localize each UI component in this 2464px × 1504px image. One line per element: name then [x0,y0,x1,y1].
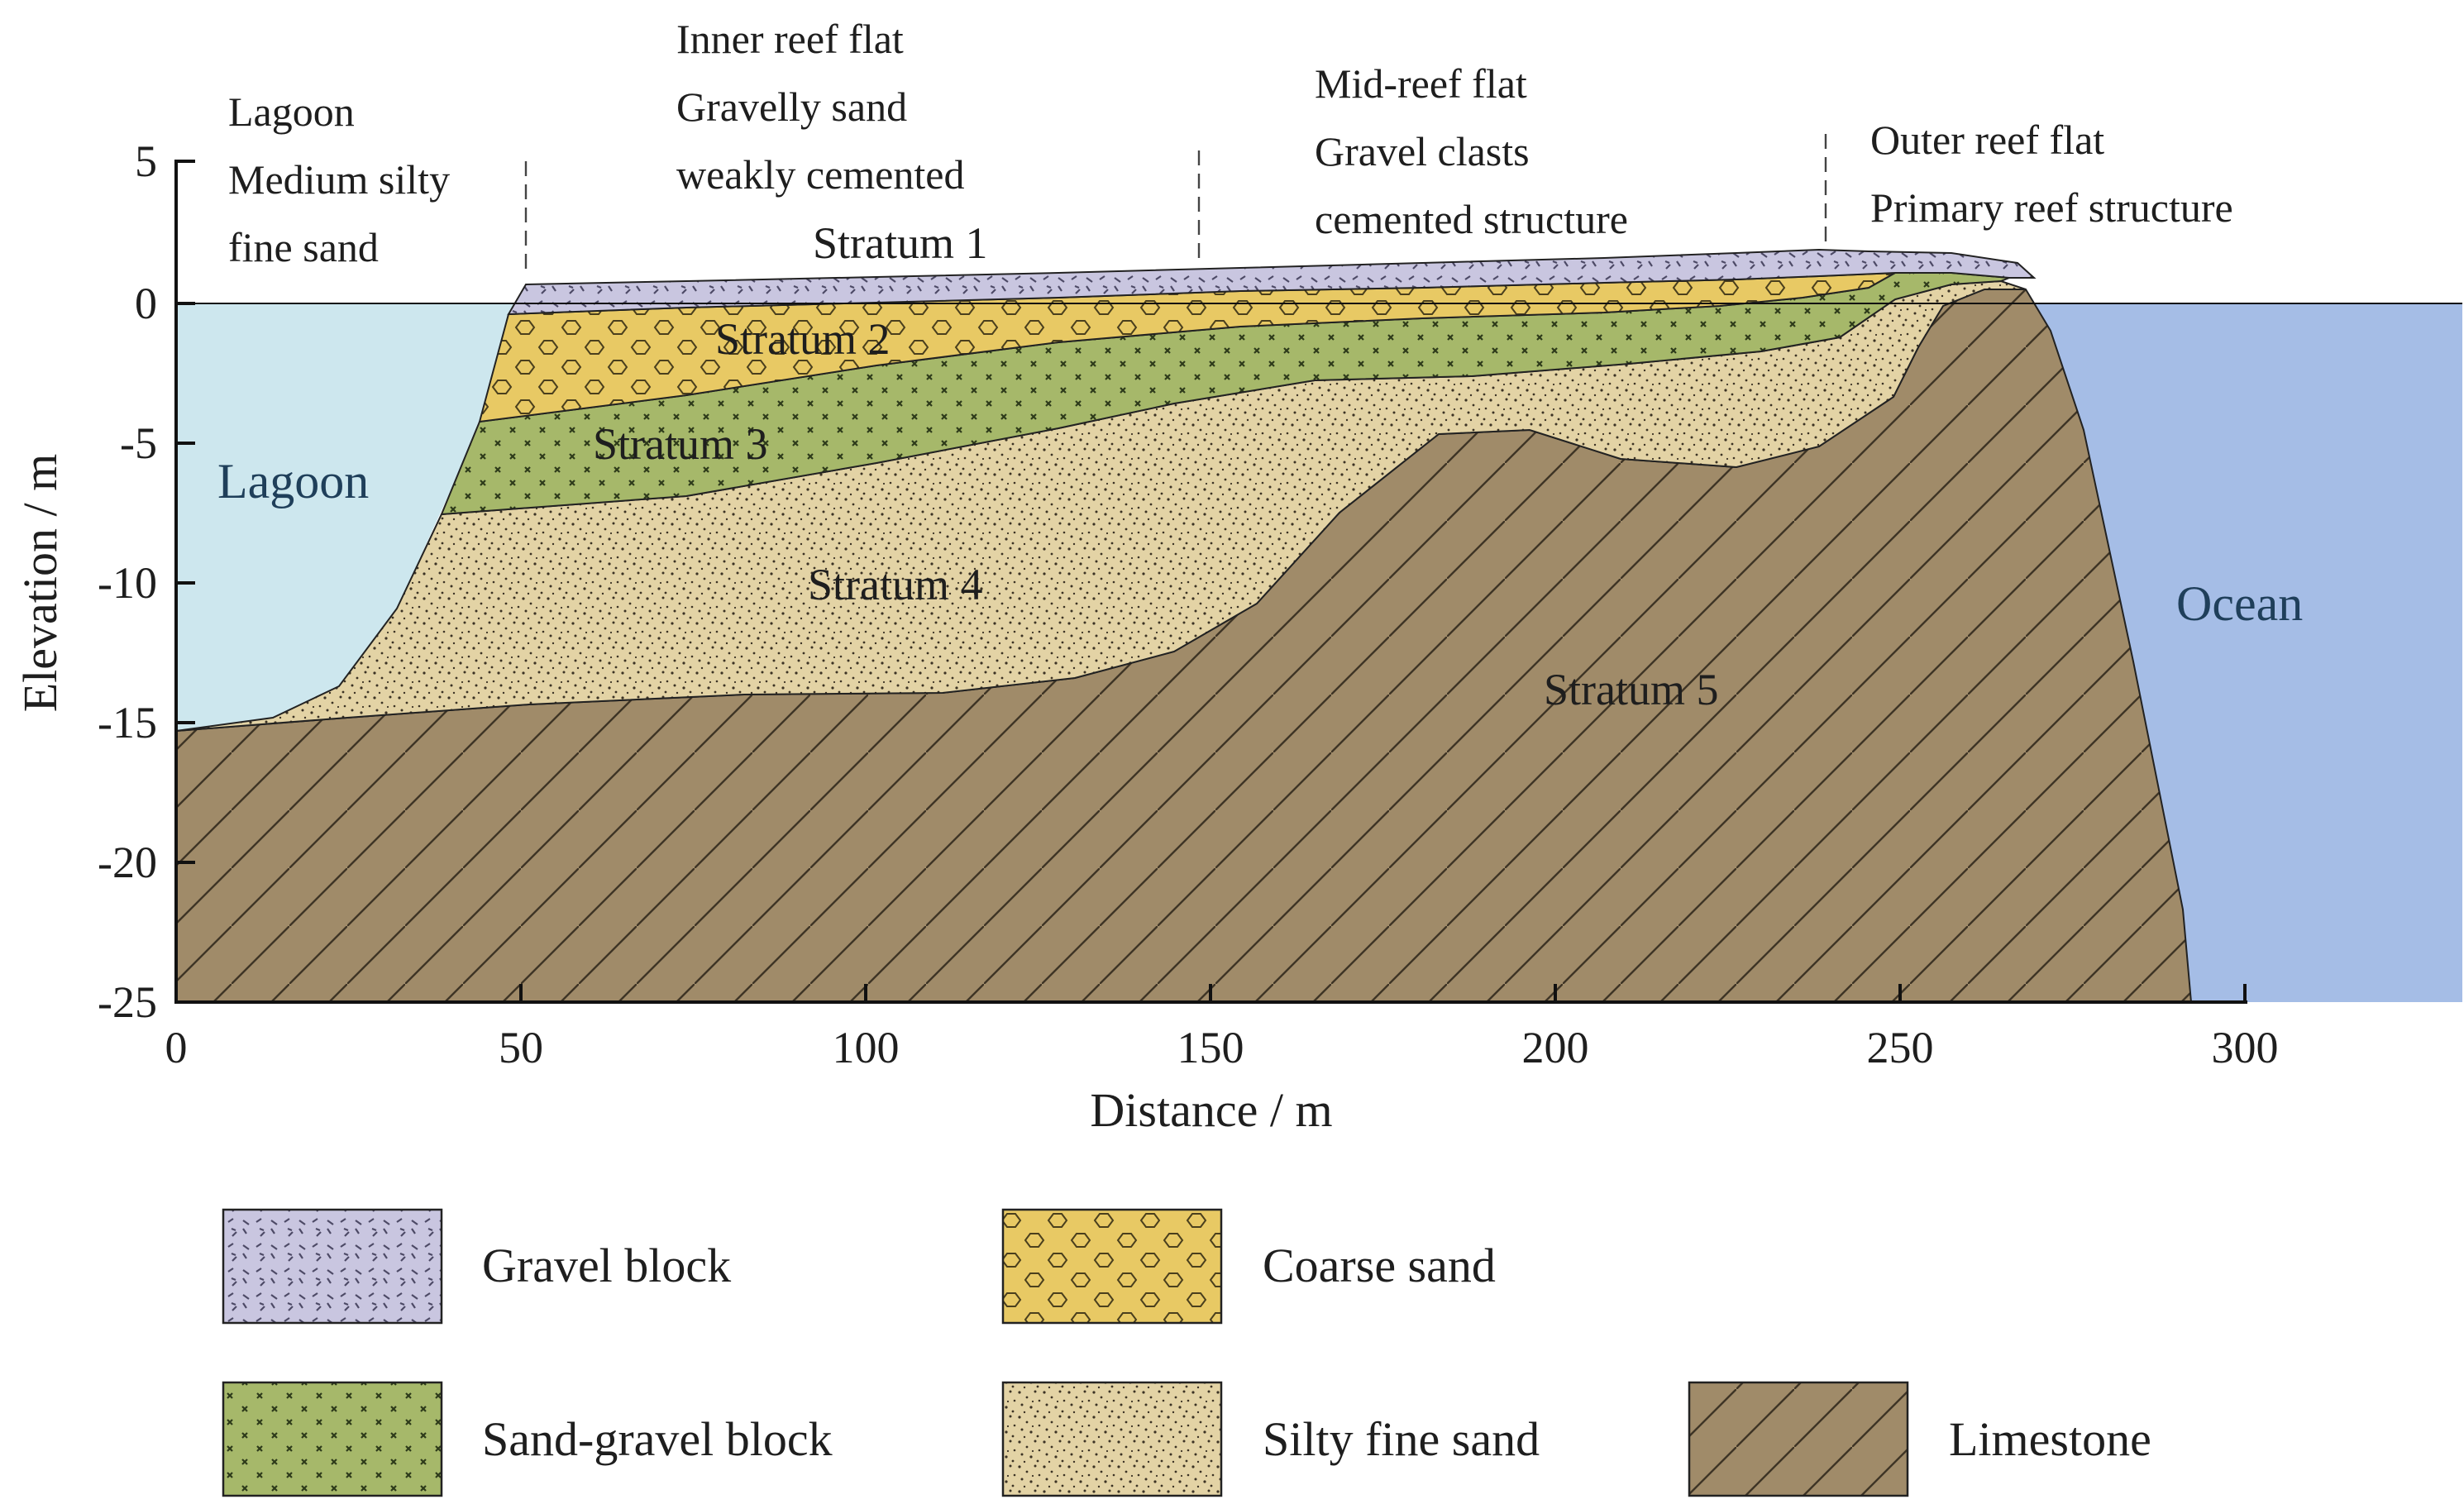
strata-layers [175,248,2193,1002]
gravel-block-layer [507,248,2037,316]
x-tick-label: 150 [1177,1023,1244,1072]
svg-text:Limestone: Limestone [1949,1412,2151,1466]
y-tick-label: 0 [135,279,157,328]
y-tick-labels: 5 0 -5 -10 -15 -20 -25 [98,136,157,1027]
lagoon-water [176,303,523,731]
y-axis-title: Elevation / m [13,454,67,713]
legend-swatch-silty-fine-sand [1001,1381,1223,1497]
zone-mid-reef-description: Mid-reef flat Gravel clasts cemented str… [1315,60,1628,242]
zone-lagoon-description: Lagoon Medium silty fine sand [228,88,450,270]
ocean-water-label: Ocean [2176,576,2303,631]
legend-item-silty-fine-sand: Silty fine sand [1001,1381,1540,1497]
x-tick-label: 0 [165,1023,188,1072]
legend-item-limestone: Limestone [1688,1381,2151,1497]
stratum-1-label: Stratum 1 [813,218,988,268]
svg-text:Gravel block: Gravel block [482,1239,731,1292]
legend-swatch-gravel-block [222,1208,443,1325]
legend-swatch-sand-gravel-block [222,1381,443,1497]
zone-inner-reef-description: Inner reef flat Gravelly sand weakly cem… [676,16,964,198]
svg-text:Sand-gravel block: Sand-gravel block [482,1412,833,1466]
legend-item-coarse-sand: Coarse sand [1001,1208,1496,1325]
ocean-water [2026,303,2462,1002]
x-tick-label: 100 [833,1023,900,1072]
legend: Gravel block Coarse sand Sand-gravel blo… [222,1208,2151,1497]
lagoon-water-label: Lagoon [217,454,369,508]
legend-item-gravel-block: Gravel block [222,1208,731,1325]
y-tick-label: -10 [98,558,157,608]
x-tick-label: 250 [1867,1023,1934,1072]
y-tick-label: -25 [98,977,157,1027]
stratum-5-label: Stratum 5 [1544,665,1719,714]
x-tick-label: 50 [499,1023,543,1072]
plot-axes [174,160,2462,1004]
zone-dividers [524,134,1827,277]
stratum-labels: Stratum 1 Stratum 2 Stratum 3 Stratum 4 … [593,218,1719,714]
x-tick-label: 200 [1522,1023,1589,1072]
svg-text:Medium silty: Medium silty [228,156,450,203]
stratum-2-label: Stratum 2 [715,314,891,364]
y-tick-label: -20 [98,838,157,887]
legend-item-sand-gravel-block: Sand-gravel block [222,1381,833,1497]
svg-text:weakly cemented: weakly cemented [676,151,964,198]
stratum-3-label: Stratum 3 [593,419,768,469]
svg-text:Lagoon: Lagoon [228,88,355,135]
svg-text:Silty fine sand: Silty fine sand [1263,1412,1540,1466]
stratum-4-label: Stratum 4 [808,560,983,609]
x-axis-title: Distance / m [1090,1083,1332,1137]
y-tick-label: 5 [135,136,157,186]
zone-outer-reef-description: Outer reef flat Primary reef structure [1870,117,2233,231]
y-tick-label: -15 [98,698,157,747]
y-tick-label: -5 [120,418,157,468]
svg-text:cemented structure: cemented structure [1315,196,1628,242]
x-tick-label: 300 [2212,1023,2279,1072]
water-layer [176,303,2462,1002]
svg-text:Mid-reef flat: Mid-reef flat [1315,60,1527,107]
svg-text:Gravelly sand: Gravelly sand [676,84,907,130]
legend-swatch-coarse-sand [1001,1208,1223,1325]
svg-text:Gravel clasts: Gravel clasts [1315,128,1530,174]
legend-swatch-limestone [1688,1381,1909,1497]
svg-text:fine sand: fine sand [228,224,379,270]
svg-text:Outer reef flat: Outer reef flat [1870,117,2104,163]
svg-text:Coarse sand: Coarse sand [1263,1239,1496,1292]
svg-text:Primary reef structure: Primary reef structure [1870,184,2233,231]
x-tick-labels: 0 50 100 150 200 250 300 [165,1023,2279,1072]
svg-text:Inner reef flat: Inner reef flat [676,16,904,62]
